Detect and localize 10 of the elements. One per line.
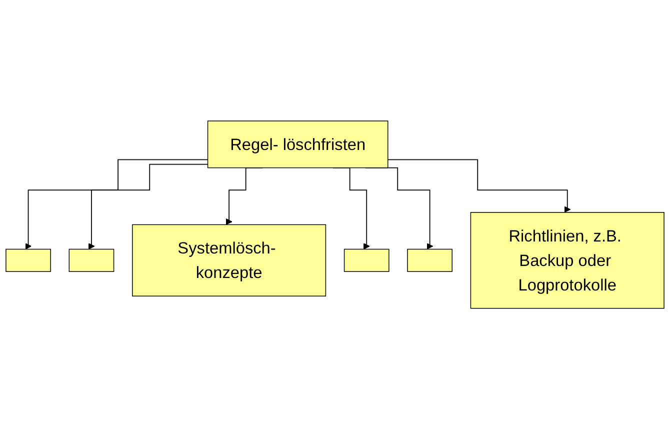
node-box: Systemlösch- konzepte <box>132 224 326 296</box>
arrow <box>88 164 208 250</box>
node-box: Richtlinien, z.B. Backup oder Logprotokolle <box>470 212 664 309</box>
node-box <box>6 248 51 272</box>
node-box <box>68 248 114 272</box>
arrow <box>25 159 208 250</box>
arrow <box>387 159 571 213</box>
node-box <box>407 248 452 272</box>
node-box: Regel- löschfristen <box>207 120 388 168</box>
node-box <box>344 248 390 272</box>
